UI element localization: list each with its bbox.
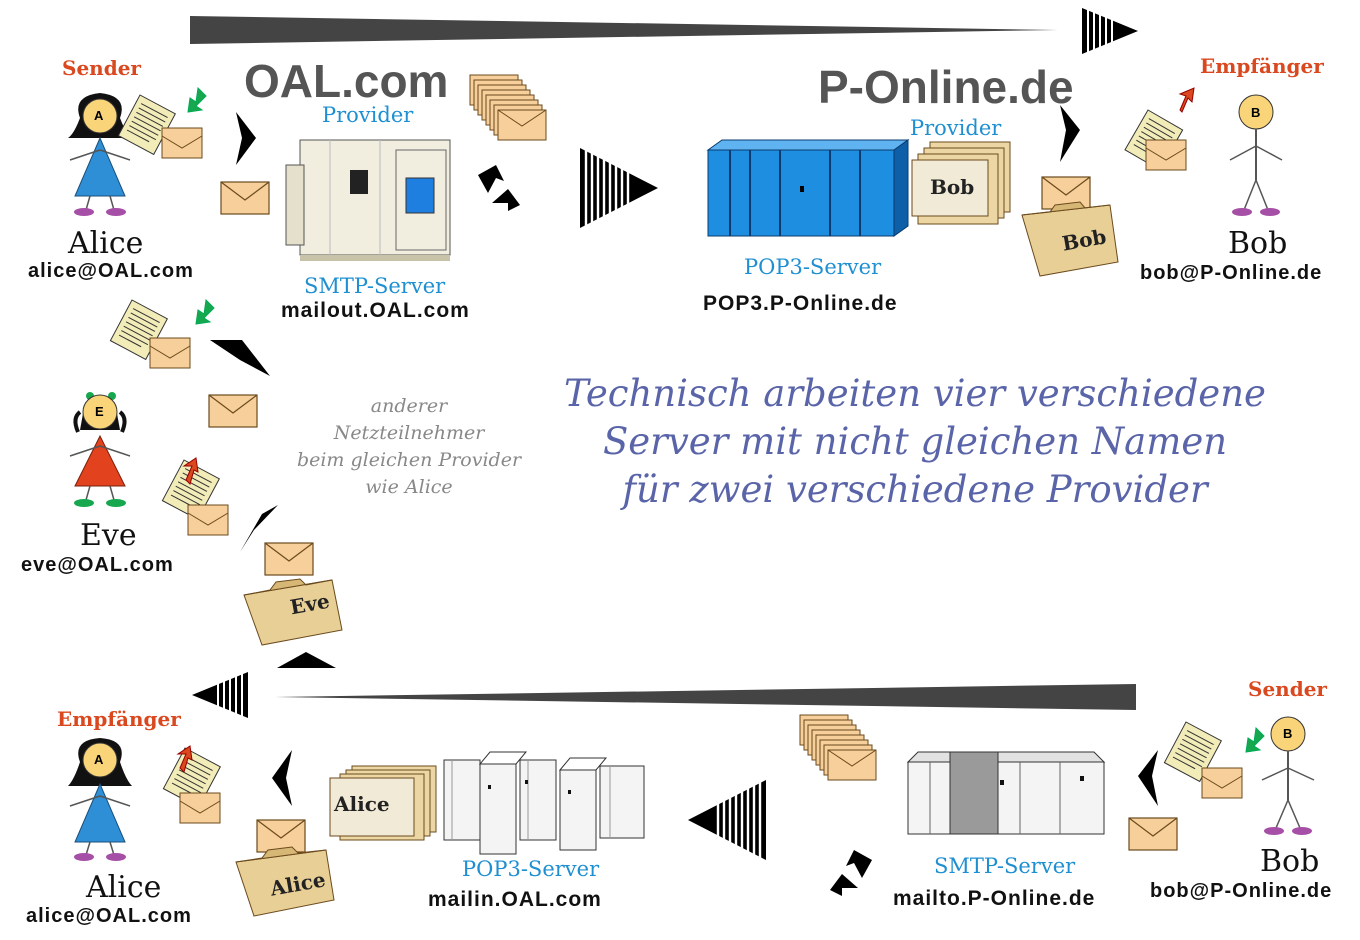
oal-provider-label: Provider xyxy=(322,103,414,127)
bob-top-name: Bob xyxy=(1228,226,1288,261)
bob-folder-stack xyxy=(911,141,1011,225)
eve-note-line-1: anderer xyxy=(370,395,448,417)
pop3-server-oal-icon xyxy=(443,751,645,855)
eve-note-line-2: Netzteilnehmer xyxy=(333,422,485,444)
alice-top-envelope xyxy=(220,181,270,215)
ponline-pop3-host: POP3.P-Online.de xyxy=(703,292,898,315)
arrow-alice-to-smtp xyxy=(236,112,256,165)
alice-top-name: Alice xyxy=(68,226,144,261)
ponline-pop3-type: POP3-Server xyxy=(744,255,882,279)
eve-letter xyxy=(109,298,215,369)
top-flow-arrow-head xyxy=(1082,8,1138,54)
oal-smtp-host: mailout.OAL.com xyxy=(281,299,470,322)
recycle-bottom-icon xyxy=(830,850,872,896)
alice-bottom-initial: A xyxy=(94,752,104,767)
main-statement-line-2: Server mit nicht gleichen Namen xyxy=(602,420,1228,463)
eve-email: eve@OAL.com xyxy=(21,554,174,576)
arrow-pop3-to-bob xyxy=(1060,105,1080,162)
mail-stack-bottom xyxy=(799,714,877,781)
eve-initial: E xyxy=(95,404,104,419)
alice-bottom-letter xyxy=(162,745,221,824)
bottom-flow-arrow-head xyxy=(192,672,248,718)
ponline-provider-label: Provider xyxy=(910,116,1002,140)
recycle-top-icon xyxy=(478,165,520,211)
bob-top-letter xyxy=(1124,87,1195,171)
alice-folder-open xyxy=(235,846,335,917)
eve-envelope-lower xyxy=(264,542,314,576)
ponline-title: P-Online.de xyxy=(818,61,1074,113)
eve-note-line-4: wie Alice xyxy=(365,476,453,498)
eve-incoming-letter xyxy=(161,457,229,536)
eve-figure xyxy=(69,392,131,507)
ponline-smtp-type: SMTP-Server xyxy=(934,854,1076,878)
top-flow-arrow xyxy=(190,16,1058,44)
bottom-sender-label: Sender xyxy=(1248,677,1327,701)
bob-folder-open xyxy=(1021,201,1119,277)
oal-pop3-host: mailin.OAL.com xyxy=(428,888,602,911)
bob-bottom-email: bob@P-Online.de xyxy=(1150,880,1333,902)
eve-envelope-upper xyxy=(208,394,258,428)
alice-top-email: alice@OAL.com xyxy=(28,260,194,282)
arrow-smtp-to-pop3-bottom xyxy=(686,778,768,862)
bob-bottom-initial: B xyxy=(1283,726,1293,741)
main-statement-line-3: für zwei verschiedene Provider xyxy=(622,468,1208,511)
main-statement: Technisch arbeiten vier verschiedene Ser… xyxy=(560,370,1270,514)
bottom-receiver-label: Empfänger xyxy=(57,707,181,731)
arrow-smtp-to-eve xyxy=(210,340,270,376)
alice-top-initial: A xyxy=(94,108,104,123)
alice-bottom-name: Alice xyxy=(86,870,162,905)
arrow-smtp-to-pop3 xyxy=(578,146,660,230)
main-statement-line-1: Technisch arbeiten vier verschiedene xyxy=(564,372,1266,415)
oal-title: OAL.com xyxy=(244,55,449,107)
eve-note-line-3: beim gleichen Provider xyxy=(296,449,522,471)
bottom-flow-arrow xyxy=(275,684,1136,710)
top-receiver-label: Empfänger xyxy=(1200,54,1324,78)
eve-folder-open xyxy=(243,578,343,646)
mail-stack-top xyxy=(469,74,547,141)
bob-top-email: bob@P-Online.de xyxy=(1140,262,1323,284)
arrow-pop3-to-eve xyxy=(277,652,336,668)
oal-smtp-type: SMTP-Server xyxy=(304,274,446,298)
top-sender-label: Sender xyxy=(62,56,141,80)
eve-note: anderer Netzteilnehmer beim gleichen Pro… xyxy=(280,393,538,501)
bob-bottom-figure xyxy=(1261,716,1315,835)
eve-name: Eve xyxy=(80,518,137,553)
alice-top-figure xyxy=(68,93,132,216)
smtp-server-ponline-icon xyxy=(906,751,1106,835)
arrow-bob-to-smtp xyxy=(1138,750,1158,806)
bob-bottom-envelope xyxy=(1128,817,1178,851)
bob-top-figure xyxy=(1229,94,1283,216)
bob-bottom-name: Bob xyxy=(1260,844,1320,879)
smtp-server-oal-icon xyxy=(285,139,451,261)
alice-folder-stack-label: Alice xyxy=(334,792,390,816)
bob-bottom-letter xyxy=(1163,721,1265,799)
pop3-server-ponline-icon xyxy=(706,139,910,237)
bob-folder-stack-label: Bob xyxy=(930,175,975,199)
alice-top-letter xyxy=(117,86,207,159)
arrow-pop3-to-alice xyxy=(272,750,292,806)
ponline-smtp-host: mailto.P-Online.de xyxy=(893,887,1096,910)
alice-folder-stack xyxy=(329,765,437,841)
alice-bottom-email: alice@OAL.com xyxy=(26,905,192,927)
alice-bottom-figure xyxy=(68,738,132,861)
bob-top-initial: B xyxy=(1251,105,1261,120)
alice-bottom-envelope xyxy=(256,819,306,853)
oal-pop3-type: POP3-Server xyxy=(462,857,600,881)
